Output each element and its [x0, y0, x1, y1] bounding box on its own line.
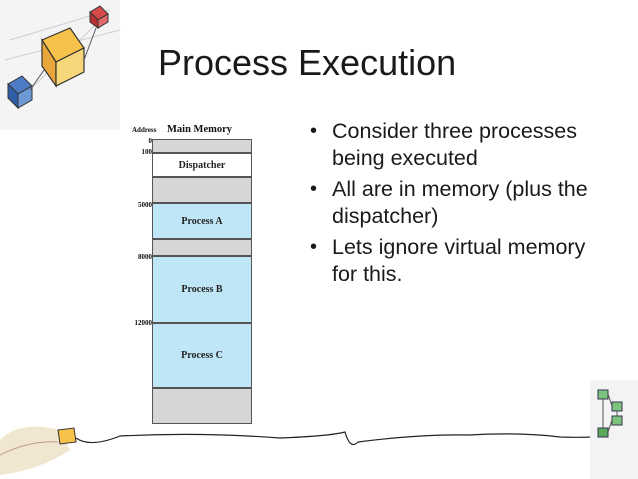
- memory-block-process-c: Process C: [152, 323, 252, 388]
- bullet-item: • Lets ignore virtual memory for this.: [308, 234, 608, 288]
- memory-block-free: [152, 177, 252, 203]
- bullet-dot-icon: •: [310, 120, 318, 142]
- bullet-item: • All are in memory (plus the dispatcher…: [308, 176, 608, 230]
- address-label: 100: [141, 148, 153, 156]
- bullet-item: • Consider three processes being execute…: [308, 118, 608, 172]
- address-label: 12000: [134, 319, 153, 327]
- memory-block-free: [152, 239, 252, 256]
- memory-block-process-b: Process B: [152, 256, 252, 323]
- bullet-dot-icon: •: [310, 178, 318, 200]
- memory-block-process-a: Process A: [152, 203, 252, 239]
- memory-block-dispatcher: Dispatcher: [152, 153, 252, 177]
- address-label: 0: [148, 137, 153, 145]
- address-column-header: Address: [132, 126, 157, 134]
- address-label: 8000: [138, 253, 152, 261]
- bullet-list: • Consider three processes being execute…: [308, 118, 608, 292]
- memory-block-free: [152, 388, 252, 424]
- bullet-text: All are in memory (plus the dispatcher): [332, 177, 588, 228]
- slide-title: Process Execution: [158, 42, 457, 83]
- main-memory-header: Main Memory: [167, 124, 233, 135]
- decorative-bottom-graphic: [0, 380, 638, 479]
- bullet-text: Consider three processes being executed: [332, 119, 577, 170]
- decorative-boxes-graphic: [0, 0, 121, 130]
- address-label: 5000: [138, 201, 152, 209]
- bullet-text: Lets ignore virtual memory for this.: [332, 235, 586, 286]
- bullet-dot-icon: •: [310, 236, 318, 258]
- main-memory-diagram: Address Main Memory 0 100 5000 8000 1200…: [128, 124, 258, 426]
- memory-block-reserved: [152, 139, 252, 153]
